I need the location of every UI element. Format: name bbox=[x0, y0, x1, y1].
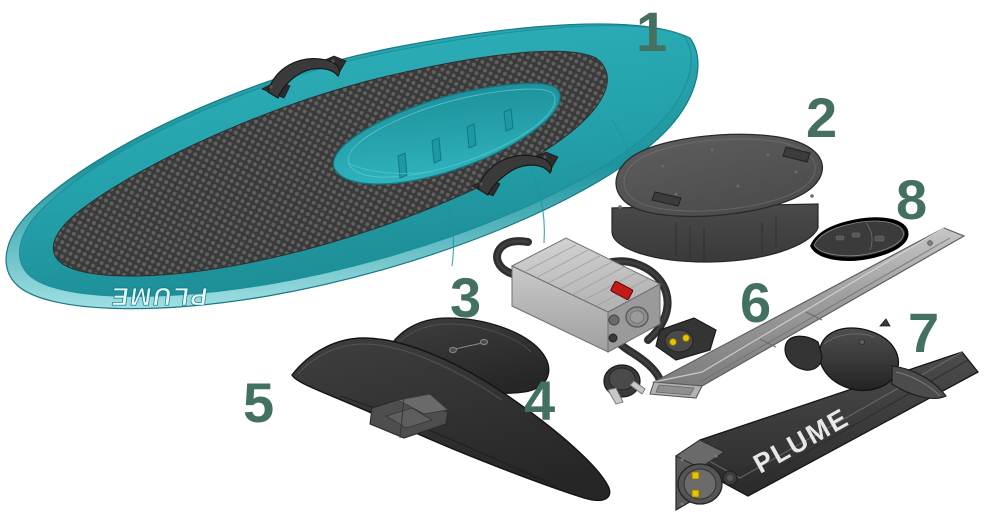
callout-1[interactable]: 1 bbox=[636, 0, 667, 63]
board-nose-logo: PLUME bbox=[108, 282, 210, 311]
callout-5[interactable]: 5 bbox=[243, 371, 274, 434]
charger-led bbox=[610, 280, 634, 300]
part-mast[interactable] bbox=[649, 227, 966, 399]
charger-dc-connector bbox=[655, 317, 717, 361]
board-front-handle bbox=[261, 55, 347, 99]
callout-4[interactable]: 4 bbox=[524, 369, 555, 432]
svg-text:PLUME: PLUME bbox=[108, 282, 209, 310]
board-rear-handle bbox=[471, 151, 559, 197]
callout-2[interactable]: 2 bbox=[806, 86, 837, 149]
callout-7[interactable]: 7 bbox=[908, 301, 939, 364]
part-board[interactable]: PLUME bbox=[5, 23, 699, 311]
part-battery-pack[interactable] bbox=[611, 133, 823, 263]
front-wing-mount bbox=[369, 393, 450, 439]
part-mounting-bracket[interactable] bbox=[810, 217, 909, 261]
mast-base-connector bbox=[675, 438, 738, 512]
part-charger[interactable] bbox=[493, 237, 717, 405]
callout-3[interactable]: 3 bbox=[450, 266, 481, 329]
callout-6[interactable]: 6 bbox=[740, 271, 771, 334]
part-front-wing[interactable] bbox=[291, 337, 611, 502]
charger-mains-plug bbox=[603, 364, 646, 405]
callout-8[interactable]: 8 bbox=[896, 168, 927, 231]
